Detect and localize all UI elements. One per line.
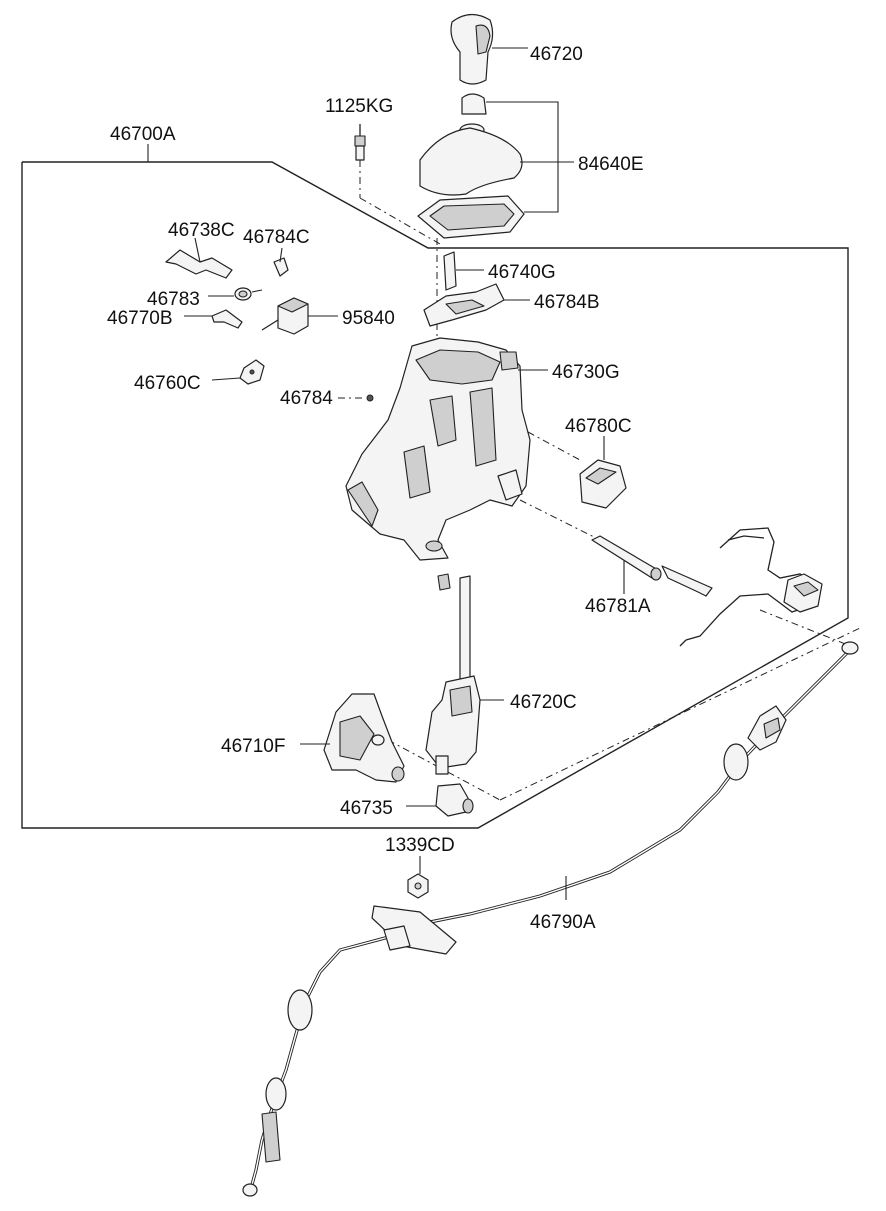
wire-harness [679,527,823,647]
pin-46770b [184,309,243,329]
shift-cable [242,641,859,1197]
bracket-46710f [300,693,405,783]
pin-46784 [366,394,374,402]
lever-46738c [165,237,233,279]
bracket-46784b [423,283,530,327]
label-1339cd: 1339CD [385,835,455,856]
label-95840: 95840 [342,308,395,329]
shift-knob [450,13,528,85]
bolt [354,124,366,161]
label-46784c: 46784C [243,227,310,248]
label-46700a: 46700A [110,124,176,145]
guide-46740g [443,251,484,291]
label-46740g: 46740G [488,262,556,283]
label-46710f: 46710F [221,736,285,757]
label-46784: 46784 [280,388,333,409]
shifter-housing [345,337,548,561]
label-84640e: 84640E [578,154,644,175]
label-46738c: 46738C [168,220,235,241]
label-46720c: 46720C [510,692,577,713]
sensor-46780c [579,436,627,509]
rod-46781a [591,535,713,597]
label-46770b: 46770B [107,308,173,329]
clip-46784c [273,247,289,277]
label-46781a: 46781A [585,596,651,617]
label-46790a: 46790A [530,912,596,933]
label-46760c: 46760C [134,373,201,394]
label-46720: 46720 [530,44,583,65]
label-46735: 46735 [340,798,393,819]
label-46783: 46783 [147,289,200,310]
label-1125kg: 1125KG [325,96,393,117]
shift-boot [417,93,574,239]
label-46780c: 46780C [565,416,632,437]
clip-46760c [211,359,265,385]
spring-46783 [208,287,263,301]
bushing-46735 [406,783,474,817]
nut-1339cd [407,856,429,899]
lever-46720c [425,573,504,775]
assembly-frame [21,144,849,829]
label-46784b: 46784B [534,292,600,313]
solenoid-95840 [261,297,338,335]
label-46730g: 46730G [552,362,620,383]
